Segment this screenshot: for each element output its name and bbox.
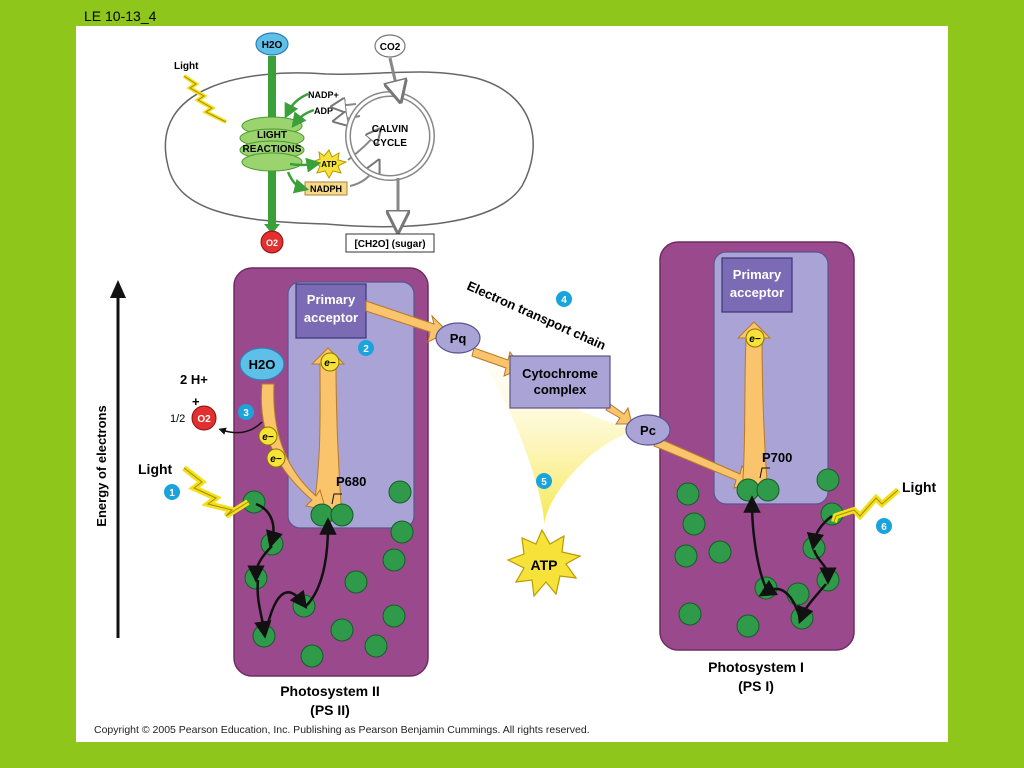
calvin-cycle-line2: CYCLE <box>373 138 407 149</box>
o2-main-label: O2 <box>197 414 211 425</box>
electron-water-1 <box>258 426 278 446</box>
atp-burst <box>506 528 582 598</box>
step-badges: 1 2 3 4 5 6 <box>164 291 892 534</box>
o2-top-label: O2 <box>266 238 278 248</box>
electron-ps2-top-label: e− <box>324 358 336 369</box>
pq-label: Pq <box>450 331 467 346</box>
ps2-primary-acceptor-line1: Primary <box>307 292 356 307</box>
step-4-badge <box>556 291 572 307</box>
cytochrome-line1: Cytochrome <box>522 366 598 381</box>
p700-label: P700 <box>762 450 792 465</box>
light-reactions-line1: LIGHT <box>257 130 287 141</box>
ps1-reaction-center <box>713 251 829 505</box>
calvin-cycle-line1: CALVIN <box>372 124 408 135</box>
step-6-badge <box>876 518 892 534</box>
h2o-bubble-main <box>239 347 285 381</box>
step-1-label: 1 <box>169 488 175 499</box>
ps1-name-line1: Photosystem I <box>708 659 804 675</box>
ps2-transfer-arrows <box>247 502 337 639</box>
sugar-label: [CH2O] (sugar) <box>354 239 425 250</box>
half-label: 1/2 <box>170 413 185 425</box>
ps1-name-line2: (PS I) <box>738 678 774 694</box>
ps1-primary-acceptor-box <box>721 257 793 313</box>
light-right-label: Light <box>902 479 937 495</box>
light-left-label: Light <box>138 461 173 477</box>
diagram-panel: H2O Light LIGHT REACTIONS NADP+ ADP ATP … <box>76 26 948 742</box>
step-1-badge <box>164 484 180 500</box>
h2o-top-label: H2O <box>262 40 283 51</box>
overview-atp-label: ATP <box>321 160 337 169</box>
overview-nadph-label: NADPH <box>310 184 342 194</box>
p680-label: P680 <box>336 474 366 489</box>
electron-water-1-label: e− <box>262 432 274 443</box>
ps2-primary-acceptor-box <box>295 283 367 339</box>
overview-light-label: Light <box>174 61 199 72</box>
adp-label: ADP <box>314 106 333 116</box>
cytochrome-line2: complex <box>534 382 588 397</box>
ps1-primary-acceptor-line2: acceptor <box>730 285 784 300</box>
step-6-label: 6 <box>881 522 887 533</box>
chloroplast-outline <box>164 71 534 228</box>
ps1-transfer-arrows <box>743 495 837 625</box>
ps2-antenna-pigments <box>242 480 414 668</box>
chloroplast-overview: H2O Light LIGHT REACTIONS NADP+ ADP ATP … <box>164 32 534 254</box>
electron-ps1-top <box>745 328 765 348</box>
ps2-primary-acceptor-line2: acceptor <box>304 310 358 325</box>
h2o-bubble-top <box>255 32 289 56</box>
sugar-box <box>345 233 435 253</box>
co2-label: CO2 <box>380 42 401 53</box>
step-3-badge <box>238 404 254 420</box>
pc-label: Pc <box>640 423 656 438</box>
thylakoid-stack <box>239 116 305 172</box>
electrons: e− e− e− e− <box>258 328 765 468</box>
step-5-label: 5 <box>541 477 547 488</box>
energy-axis-label: Energy of electrons <box>94 405 109 526</box>
two-h-plus-label: 2 H+ <box>180 372 208 387</box>
pc-carrier <box>625 414 671 446</box>
co2-bubble <box>374 34 406 58</box>
cytochrome-complex <box>509 355 611 409</box>
step-2-label: 2 <box>363 344 369 355</box>
step-3-label: 3 <box>243 408 249 419</box>
pq-carrier <box>435 322 481 354</box>
electron-ps2-top <box>320 352 340 372</box>
step-2-badge <box>358 340 374 356</box>
ps1-excitation-arrow <box>736 321 772 493</box>
etc-label: Electron transport chain <box>465 278 608 353</box>
energy-axis-arrowhead <box>110 280 126 298</box>
ps2-name-line2: (PS II) <box>310 702 350 718</box>
ps1-primary-acceptor-line1: Primary <box>733 267 782 282</box>
o2-bubble-top <box>260 230 284 254</box>
p680-pigment-a <box>310 503 334 527</box>
light-reactions-line2: REACTIONS <box>243 144 302 155</box>
nadp-label: NADP+ <box>308 90 339 100</box>
step-4-label: 4 <box>561 295 567 306</box>
copyright-notice: Copyright © 2005 Pearson Education, Inc.… <box>94 724 590 736</box>
step-5-badge <box>536 473 552 489</box>
p700-pigment-a <box>736 478 760 502</box>
photosynthesis-diagram: H2O Light LIGHT REACTIONS NADP+ ADP ATP … <box>94 32 937 718</box>
electron-ps1-top-label: e− <box>749 334 761 345</box>
oxygen-release-arrow <box>218 421 263 435</box>
p700-pigment-b <box>756 478 780 502</box>
ps2-name-line1: Photosystem II <box>280 683 380 699</box>
h2o-main-label: H2O <box>249 357 276 372</box>
slide-label: LE 10-13_4 <box>84 8 157 24</box>
electron-water-2-label: e− <box>270 454 282 465</box>
o2-bubble-main <box>191 405 217 431</box>
plus-sign: + <box>192 394 200 409</box>
p680-pigment-b <box>330 503 354 527</box>
electron-water-2 <box>266 448 286 468</box>
atp-label: ATP <box>531 557 558 573</box>
